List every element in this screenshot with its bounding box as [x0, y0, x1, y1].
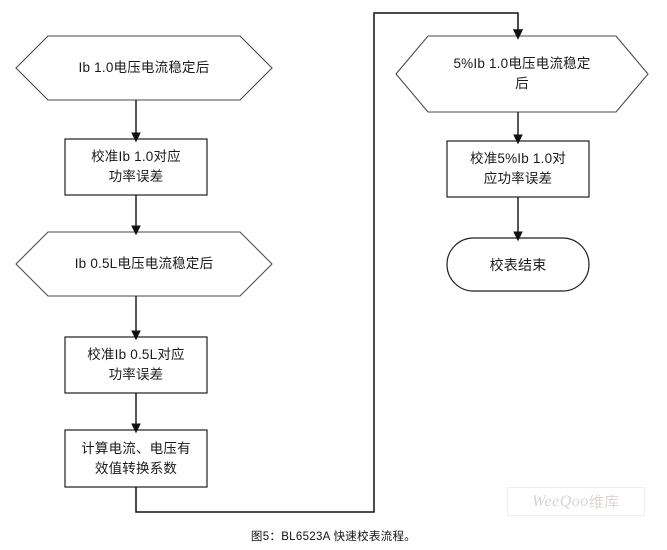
node-ib-1-0-stable-shape: [15, 35, 273, 101]
node-ib-0-5l-stable-shape: [15, 231, 273, 297]
edge-5-connector: [135, 12, 524, 513]
node-5pct-ib-1-0-stable-shape: [395, 35, 649, 113]
node-end-shape: [446, 237, 590, 292]
watermark-latin: WeeQoo: [532, 492, 589, 510]
figure-caption: 图5：BL6523A 快速校表流程。: [250, 531, 417, 543]
node-cal-5pct-ib-1-0-shape: [446, 140, 590, 198]
node-calc-rms-coef-shape: [64, 429, 208, 488]
node-cal-ib-0-5l-shape: [64, 336, 208, 394]
watermark-cjk: 维库: [588, 494, 620, 511]
node-cal-ib-1-0-shape: [64, 138, 208, 196]
